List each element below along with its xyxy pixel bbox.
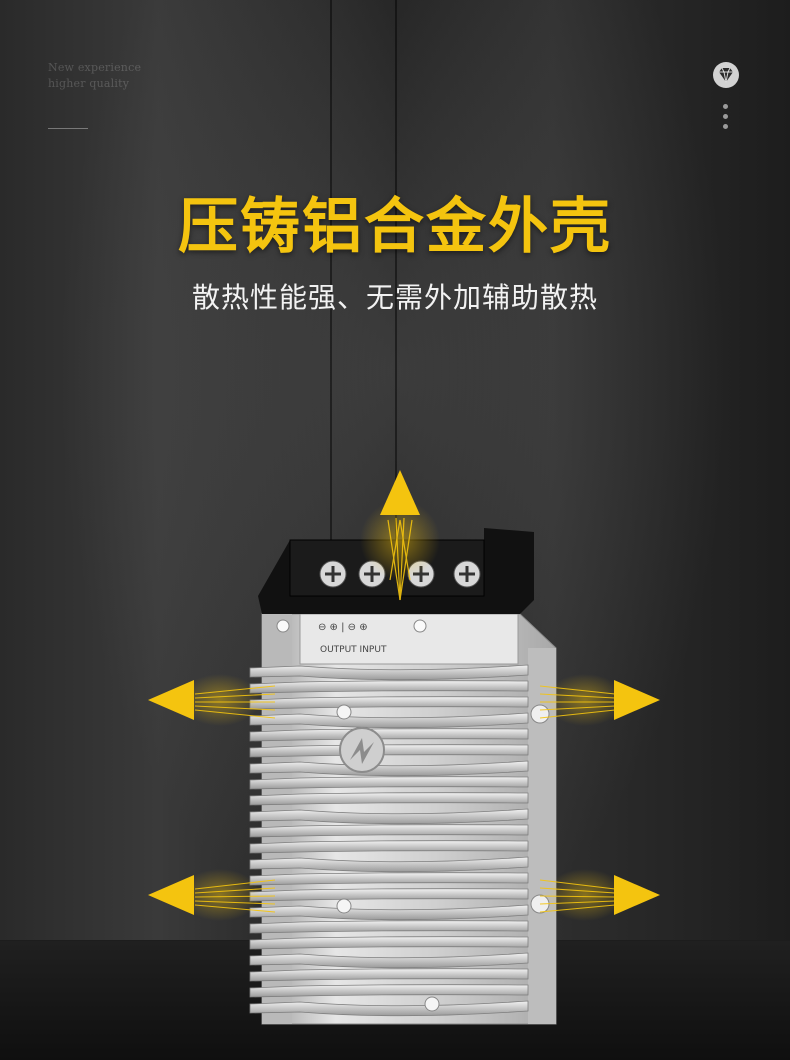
heat-sink-fin	[249, 680, 529, 694]
heat-sink-fin	[249, 776, 529, 790]
heat-sink-fin	[249, 936, 529, 950]
arrow-up-icon	[360, 470, 440, 601]
wall-seam	[330, 0, 332, 1060]
heat-sink-fin	[249, 1000, 529, 1017]
logo-emboss	[339, 727, 385, 773]
heat-sink-fin	[249, 808, 529, 825]
heat-sink-fin	[249, 904, 529, 921]
heat-sink-fin	[249, 952, 529, 969]
arrow-right-icon	[539, 674, 660, 726]
heat-sink-fin	[249, 984, 529, 998]
heat-sink-fin	[249, 696, 529, 710]
heat-flow-arrows	[148, 470, 660, 921]
terminal-plate: ⊖ ⊕ | ⊖ ⊕ OUTPUT INPUT	[276, 613, 519, 665]
heat-sink-fin	[249, 728, 529, 742]
arrow-left-icon	[148, 869, 276, 921]
heat-sink-fin	[249, 856, 529, 873]
diamond-icon[interactable]	[711, 60, 741, 90]
more-dots-icon[interactable]	[723, 104, 729, 134]
heat-sink-fin	[249, 888, 529, 902]
page-subtitle: 散热性能强、无需外加辅助散热	[191, 281, 598, 314]
heat-sink-fin	[249, 792, 529, 806]
svg-text:⊖ ⊕ | ⊖ ⊕: ⊖ ⊕ | ⊖ ⊕	[318, 622, 368, 633]
heat-sink-fin	[249, 920, 529, 934]
heat-sink-fins	[249, 664, 529, 1017]
tagline: New experience higher quality	[48, 60, 141, 92]
heat-sink-fin	[249, 712, 529, 729]
tagline-line-1: New experience	[48, 61, 142, 74]
tagline-line-2: higher quality	[48, 77, 130, 90]
heat-sink-fin	[249, 840, 529, 854]
tagline-divider	[48, 128, 88, 129]
heat-sink-fin	[249, 744, 529, 758]
heat-sink-fin	[249, 968, 529, 982]
arrow-left-icon	[148, 674, 276, 726]
arrow-right-icon	[539, 869, 660, 921]
heat-sink-fin	[249, 872, 529, 886]
terminal-label: OUTPUT INPUT	[320, 645, 387, 655]
heat-sink-fin	[249, 664, 529, 681]
heat-sink-fin	[249, 824, 529, 838]
page-title: 压铸铝合金外壳	[178, 192, 612, 262]
